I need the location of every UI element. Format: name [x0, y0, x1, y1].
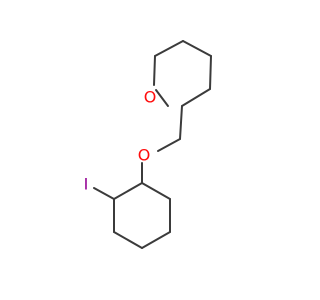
bond-c1-to-ch2 — [179, 105, 183, 140]
cyclohexane-ring — [93, 182, 171, 249]
bond-c3-to-c2 — [209, 55, 212, 90]
bond-c2-to-c1 — [181, 88, 211, 107]
bond-ca-to-cb — [141, 182, 171, 200]
bond-cf-to-iodine — [93, 187, 115, 200]
bond-ring-o-to-c5 — [153, 55, 156, 86]
bond-c5-to-c4 — [154, 40, 184, 57]
bond-cc-to-cd — [141, 231, 171, 249]
bond-ch2-to-ether-o — [157, 138, 181, 152]
bond-ring-o-to-c1 — [155, 89, 169, 107]
methylene-ether-linker — [141, 105, 183, 184]
bond-cf-to-ca — [113, 182, 143, 200]
molecule-structure-diagram: O O I — [84, 40, 212, 249]
ether-oxygen-label: O — [138, 146, 151, 165]
tetrahydropyran-ring — [153, 40, 212, 107]
bond-c4-to-c3 — [182, 40, 212, 57]
iodine-label: I — [84, 175, 89, 194]
ring-oxygen-label: O — [144, 88, 157, 107]
bond-cd-to-ce — [113, 231, 143, 249]
